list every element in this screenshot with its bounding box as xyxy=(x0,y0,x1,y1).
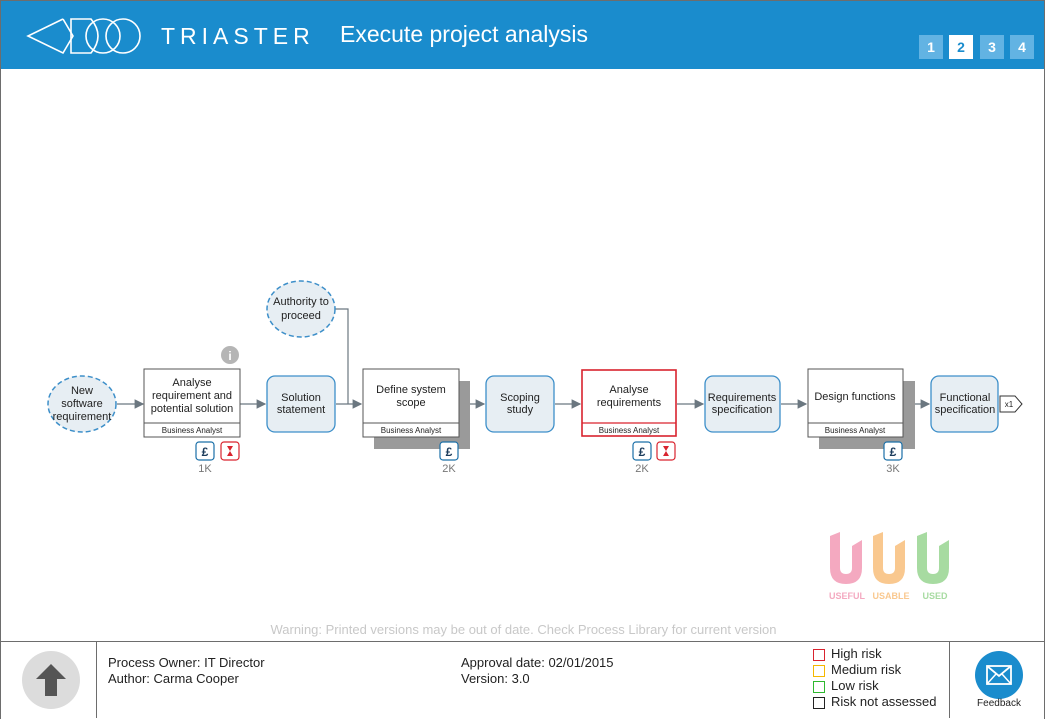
cost-value: 2K xyxy=(635,463,649,475)
event-label-line: requirement xyxy=(53,411,112,423)
page-button-4[interactable]: 4 xyxy=(1010,35,1034,59)
cost-icon[interactable]: £ xyxy=(195,441,215,461)
svg-text:£: £ xyxy=(446,445,453,459)
event-label-line: Authority to xyxy=(273,296,329,308)
role-label: Business Analyst xyxy=(825,426,886,435)
activity-label-line: potential solution xyxy=(151,403,234,415)
activity-analyse-requirements[interactable]: Analyse requirements Business Analyst xyxy=(581,369,677,437)
brand-name: TRIASTER xyxy=(161,23,315,49)
cost-icon[interactable]: £ xyxy=(632,441,652,461)
triaster-logo-icon xyxy=(26,18,141,55)
author: Author: Carma Cooper xyxy=(108,671,239,686)
event-label-line: proceed xyxy=(281,310,321,322)
cost-icon[interactable]: £ xyxy=(883,441,903,461)
risk-legend: High risk Medium risk Low risk Risk not … xyxy=(809,646,949,710)
continuation-connector[interactable]: x1 xyxy=(999,395,1023,413)
feedback-button[interactable] xyxy=(975,651,1023,699)
risk-legend-not-assessed: Risk not assessed xyxy=(809,694,949,710)
usable-badge-icon xyxy=(873,532,905,584)
up-level-button[interactable] xyxy=(22,651,80,709)
output-label-line: study xyxy=(507,404,534,416)
low-risk-swatch xyxy=(813,681,825,693)
activity-label-line: requirements xyxy=(597,397,662,409)
activity-label-line: Design functions xyxy=(814,391,896,403)
cost-value: 1K xyxy=(198,463,212,475)
output-label-line: specification xyxy=(712,404,773,416)
output-functional-specification[interactable]: Functional specification xyxy=(930,375,999,433)
risk-indicator-icon[interactable] xyxy=(220,441,240,461)
activity-label-line: Define system xyxy=(376,384,446,396)
activity-label-line: requirement and xyxy=(152,390,232,402)
risk-legend-high: High risk xyxy=(809,646,949,662)
not-assessed-swatch xyxy=(813,697,825,709)
envelope-icon xyxy=(986,665,1012,685)
activity-label-line: scope xyxy=(396,397,425,409)
output-label-line: Functional xyxy=(940,392,991,404)
print-warning: Warning: Printed versions may be out of … xyxy=(270,622,777,637)
cost-icon[interactable]: £ xyxy=(439,441,459,461)
info-icon[interactable]: i xyxy=(221,346,239,364)
arrow-up-icon xyxy=(36,664,66,696)
role-label: Business Analyst xyxy=(381,426,442,435)
cost-value: 2K xyxy=(442,463,456,475)
page-title: Execute project analysis xyxy=(340,21,589,47)
output-label-line: Scoping xyxy=(500,392,540,404)
output-label-line: specification xyxy=(935,404,996,416)
activity-label-line: Analyse xyxy=(609,384,648,396)
role-label: Business Analyst xyxy=(599,426,660,435)
output-label-line: Requirements xyxy=(708,392,777,404)
usable-label: USABLE xyxy=(872,591,909,601)
risk-legend-low: Low risk xyxy=(809,678,949,694)
risk-legend-medium: Medium risk xyxy=(809,662,949,678)
useful-badge-icon xyxy=(830,532,862,584)
risk-indicator-icon[interactable] xyxy=(656,441,676,461)
feedback-cell: Feedback xyxy=(949,642,1045,718)
output-label-line: statement xyxy=(277,404,325,416)
activity-design-functions[interactable]: Design functions Business Analyst xyxy=(807,368,915,449)
event-new-software-requirement[interactable]: New software requirement xyxy=(47,375,117,433)
activity-analyse-requirement[interactable]: Analyse requirement and potential soluti… xyxy=(143,368,241,438)
svg-text:x1: x1 xyxy=(1005,400,1014,409)
output-solution-statement[interactable]: Solution statement xyxy=(266,375,336,433)
approval-date: Approval date: 02/01/2015 xyxy=(461,655,614,670)
home-cell xyxy=(1,642,97,718)
svg-text:£: £ xyxy=(890,445,897,459)
activity-define-system-scope[interactable]: Define system scope Business Analyst xyxy=(362,368,470,449)
svg-text:£: £ xyxy=(639,445,646,459)
event-authority-to-proceed[interactable]: Authority to proceed xyxy=(266,280,336,338)
useful-usable-used-badges: USEFUL USABLE USED xyxy=(829,532,949,601)
activity-label-line: Analyse xyxy=(172,377,211,389)
risk-legend-label: Medium risk xyxy=(831,662,902,677)
svg-text:£: £ xyxy=(202,445,209,459)
risk-legend-label: High risk xyxy=(831,646,882,661)
cost-value: 3K xyxy=(886,463,900,475)
high-risk-swatch xyxy=(813,649,825,661)
process-owner: Process Owner: IT Director xyxy=(108,655,265,670)
header-bar: TRIASTER Execute project analysis 1 2 3 … xyxy=(1,1,1044,69)
useful-label: USEFUL xyxy=(829,591,866,601)
page-button-1[interactable]: 1 xyxy=(919,35,943,59)
output-requirements-specification[interactable]: Requirements specification xyxy=(704,375,781,433)
risk-legend-label: Low risk xyxy=(831,678,879,693)
event-label-line: software xyxy=(61,398,103,410)
medium-risk-swatch xyxy=(813,665,825,677)
process-map: New software requirement Authority to pr… xyxy=(47,280,1023,601)
used-badge-icon xyxy=(917,532,949,584)
svg-text:i: i xyxy=(228,349,231,363)
used-label: USED xyxy=(922,591,948,601)
feedback-label: Feedback xyxy=(977,698,1021,709)
output-scoping-study[interactable]: Scoping study xyxy=(485,375,555,433)
output-label-line: Solution xyxy=(281,392,321,404)
page-button-2[interactable]: 2 xyxy=(949,35,973,59)
event-label-line: New xyxy=(71,385,93,397)
footer-bar: Process Owner: IT Director Author: Carma… xyxy=(1,641,1044,719)
page-button-3[interactable]: 3 xyxy=(980,35,1004,59)
role-label: Business Analyst xyxy=(162,426,223,435)
version: Version: 3.0 xyxy=(461,671,530,686)
risk-legend-label: Risk not assessed xyxy=(831,694,937,709)
